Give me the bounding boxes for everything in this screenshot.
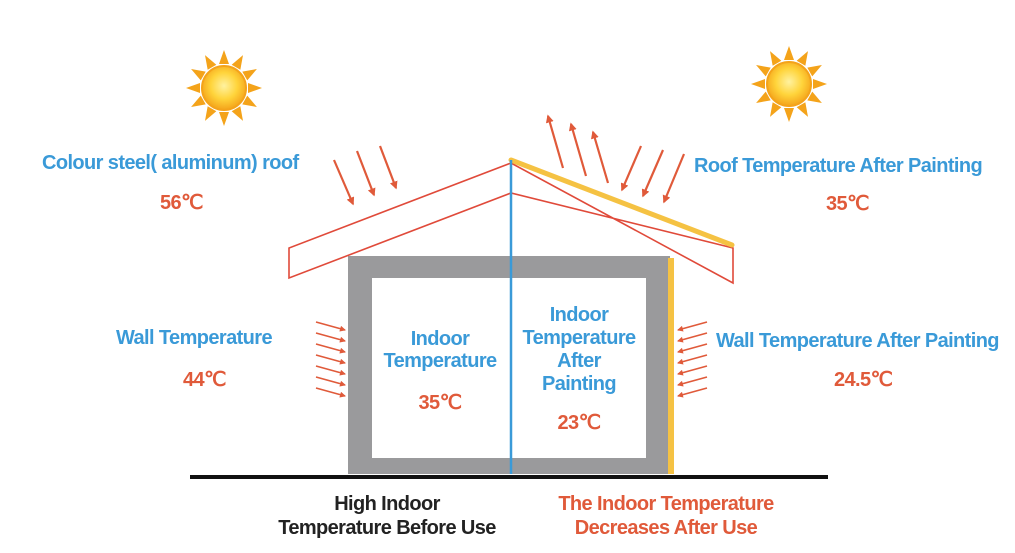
indoor-right-line2: Temperature (522, 327, 636, 349)
wall-coating-strip (668, 258, 674, 474)
indoor-left-line2: Temperature (383, 350, 497, 372)
sun-icon (186, 50, 262, 126)
bottom-right-line2: Decreases After Use (574, 517, 758, 539)
arrow-right-icon (315, 321, 346, 398)
indoor-left-label: Indoor Temperature (374, 328, 506, 372)
indoor-left-line1: Indoor (410, 328, 470, 350)
wall-left-temp: 44℃ (183, 369, 227, 391)
sun-icon (751, 46, 827, 122)
bottom-left-caption: High Indoor Temperature Before Use (262, 492, 512, 540)
bottom-left-line1: High Indoor (334, 493, 440, 515)
arrow-down-left-icon (620, 145, 686, 204)
arrow-left-icon (677, 321, 708, 398)
arrow-down-right-icon (332, 145, 398, 206)
roof-left-title: Colour steel( aluminum) roof (42, 152, 299, 174)
arrow-up-left-icon (545, 114, 610, 184)
indoor-right-line4: Painting (541, 373, 617, 395)
roof-right-title: Roof Temperature After Painting (694, 155, 983, 177)
wall-left-title: Wall Temperature (116, 327, 273, 349)
indoor-right-line3: After (557, 350, 601, 372)
indoor-right-line1: Indoor (549, 304, 609, 326)
indoor-left-temp: 35℃ (418, 392, 463, 414)
roof-coating-strip (508, 157, 735, 248)
bottom-right-line1: The Indoor Temperature (558, 493, 774, 515)
indoor-right-temp: 23℃ (557, 412, 602, 434)
indoor-right-label: Indoor Temperature After Painting (513, 304, 645, 396)
wall-right-temp: 24.5℃ (834, 369, 893, 391)
roof-left-temp: 56℃ (160, 192, 204, 214)
roof-right-temp: 35℃ (826, 193, 870, 215)
wall-right-title: Wall Temperature After Painting (716, 330, 1000, 352)
indoor-space (372, 278, 646, 458)
bottom-left-line2: Temperature Before Use (278, 517, 496, 539)
bottom-right-caption: The Indoor Temperature Decreases After U… (540, 492, 792, 540)
